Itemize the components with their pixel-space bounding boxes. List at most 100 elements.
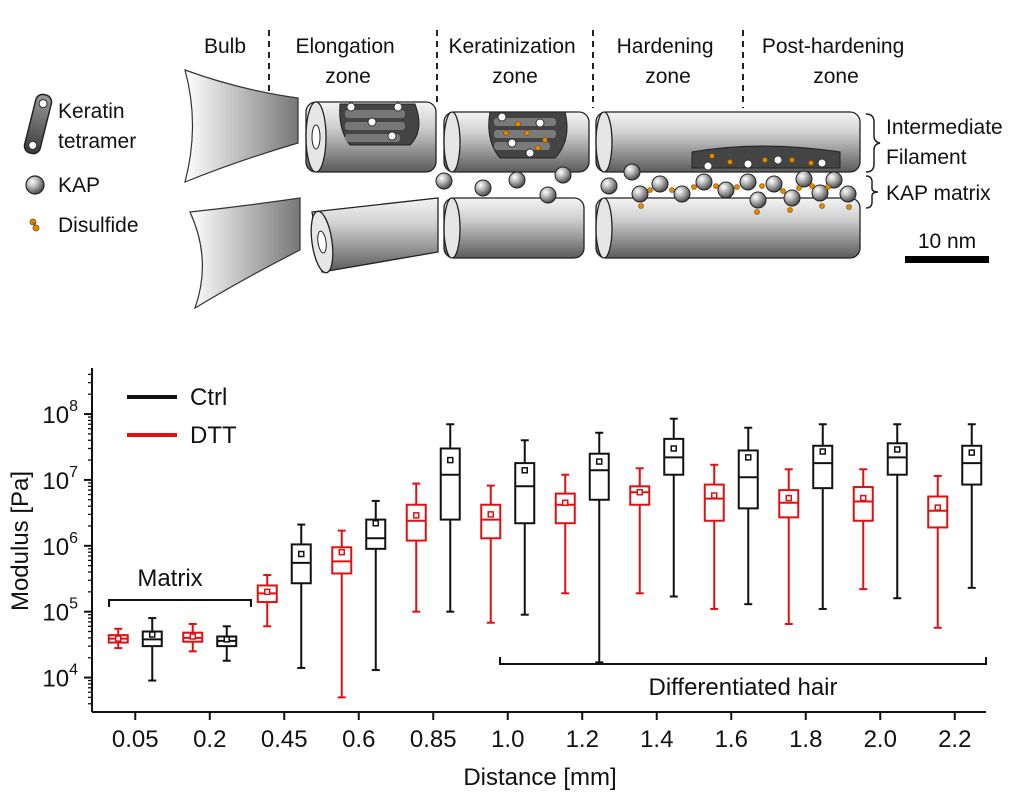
box-dtt	[405, 482, 427, 613]
box-mean	[223, 636, 230, 643]
box-mean	[487, 511, 494, 518]
box-mean	[711, 492, 718, 499]
y-tick-exponent: 5	[69, 596, 78, 613]
box-mean	[413, 512, 420, 519]
box-mean	[670, 445, 677, 452]
brace-intermediate-filament	[865, 113, 881, 173]
x-tick-label: 2.0	[864, 726, 897, 753]
box-mean	[562, 499, 569, 507]
schematic: Bulb Elongation zone Keratinization zone…	[23, 30, 1003, 310]
x-tick-label: 2.2	[938, 726, 971, 753]
zone-hardening: Hardening zone	[617, 35, 720, 88]
box-iqr	[886, 442, 908, 476]
differentiated-hair-annotation: Differentiated hair	[499, 657, 987, 701]
matrix-annotation: Matrix	[108, 565, 252, 607]
brace-kap-matrix	[865, 175, 879, 209]
box-mean	[968, 449, 975, 456]
x-tick-label: 0.45	[261, 726, 308, 753]
y-tick-exponent: 7	[69, 464, 78, 481]
bulb-bottom	[189, 197, 301, 310]
box-mean	[115, 635, 122, 642]
zone-keratinization-line1: Keratinization	[448, 35, 575, 58]
box-dtt	[629, 467, 651, 595]
box-dtt	[703, 463, 725, 610]
box-iqr	[852, 486, 874, 522]
zone-post-hardening-line1: Post-hardening	[762, 35, 904, 58]
box-dtt	[107, 627, 129, 650]
zone-elongation-line1: Elongation	[295, 35, 394, 58]
box-iqr	[439, 447, 461, 521]
x-tick-label: 0.85	[410, 726, 457, 753]
legend-disulfide-label: Disulfide	[58, 214, 139, 237]
matrix-bracket	[108, 599, 252, 607]
differentiated-hair-bracket	[499, 657, 987, 665]
legend-keratin-line2: tetramer	[58, 130, 136, 153]
y-tick-base: 10	[42, 402, 69, 429]
box-mean	[636, 488, 643, 496]
box-mean	[264, 588, 271, 596]
kap-spheres-loose	[435, 166, 572, 204]
box-dtt	[927, 474, 949, 629]
schematic-legend: Keratin tetramer KAP Disulfide	[23, 93, 139, 237]
box-iqr	[365, 518, 387, 550]
box-dtt	[852, 468, 874, 591]
box-dtt	[331, 529, 353, 699]
box-mean	[372, 519, 379, 527]
box-iqr	[703, 483, 725, 522]
box-ctrl	[961, 423, 983, 589]
y-tick-label: 105	[42, 596, 78, 627]
box-ctrl	[812, 423, 834, 610]
box-iqr	[927, 495, 949, 529]
box-ctrl	[439, 423, 461, 613]
elongation-cylinders	[305, 101, 439, 274]
box-ctrl	[588, 431, 610, 664]
legend-ctrl-label: Ctrl	[190, 384, 227, 411]
y-tick-base: 10	[42, 468, 69, 495]
keratinization-cylinders	[443, 111, 590, 259]
label-if-line2: Filament	[886, 146, 967, 169]
box-ctrl	[663, 417, 685, 598]
differentiated-hair-label: Differentiated hair	[649, 674, 838, 701]
disulfide-icon	[29, 218, 40, 232]
box-mean	[521, 467, 528, 474]
box-ctrl	[886, 423, 908, 600]
zone-post-hardening: Post-hardening zone	[762, 35, 910, 88]
zone-hardening-line1: Hardening	[617, 35, 714, 58]
box-mean	[894, 446, 901, 453]
y-tick-label: 104	[42, 662, 78, 693]
y-tick-label: 108	[42, 398, 78, 429]
box-mean	[447, 456, 454, 464]
box-ctrl	[290, 523, 312, 669]
box-mean	[338, 548, 345, 556]
zone-keratinization: Keratinization zone	[448, 35, 581, 88]
box-mean	[745, 454, 752, 461]
matrix-label: Matrix	[137, 565, 202, 592]
box-ctrl	[216, 625, 238, 662]
y-axis-label: Modulus [Pa]	[7, 471, 34, 611]
zone-dividers	[268, 30, 744, 108]
x-tick-label: 1.8	[789, 726, 822, 753]
box-iqr	[588, 452, 610, 501]
box-dtt	[182, 623, 204, 653]
box-ctrl	[141, 617, 163, 682]
box-iqr	[405, 503, 427, 542]
box-dtt	[256, 574, 278, 628]
x-axis-label: Distance [mm]	[463, 764, 616, 791]
boxes	[107, 417, 983, 699]
y-tick-exponent: 6	[69, 530, 78, 547]
legend-dtt-label: DTT	[190, 422, 237, 449]
box-iqr	[961, 444, 983, 486]
x-tick-label: 1.2	[566, 726, 599, 753]
y-tick-base: 10	[42, 600, 69, 627]
box-mean	[860, 494, 867, 502]
scale-bar-label: 10 nm	[918, 230, 976, 253]
box-iqr	[514, 462, 536, 525]
legend-keratin-line1: Keratin	[58, 100, 125, 123]
box-ctrl	[737, 426, 759, 606]
chart-legend: Ctrl DTT	[127, 384, 237, 449]
keratin-tetramer-icon	[23, 93, 53, 155]
